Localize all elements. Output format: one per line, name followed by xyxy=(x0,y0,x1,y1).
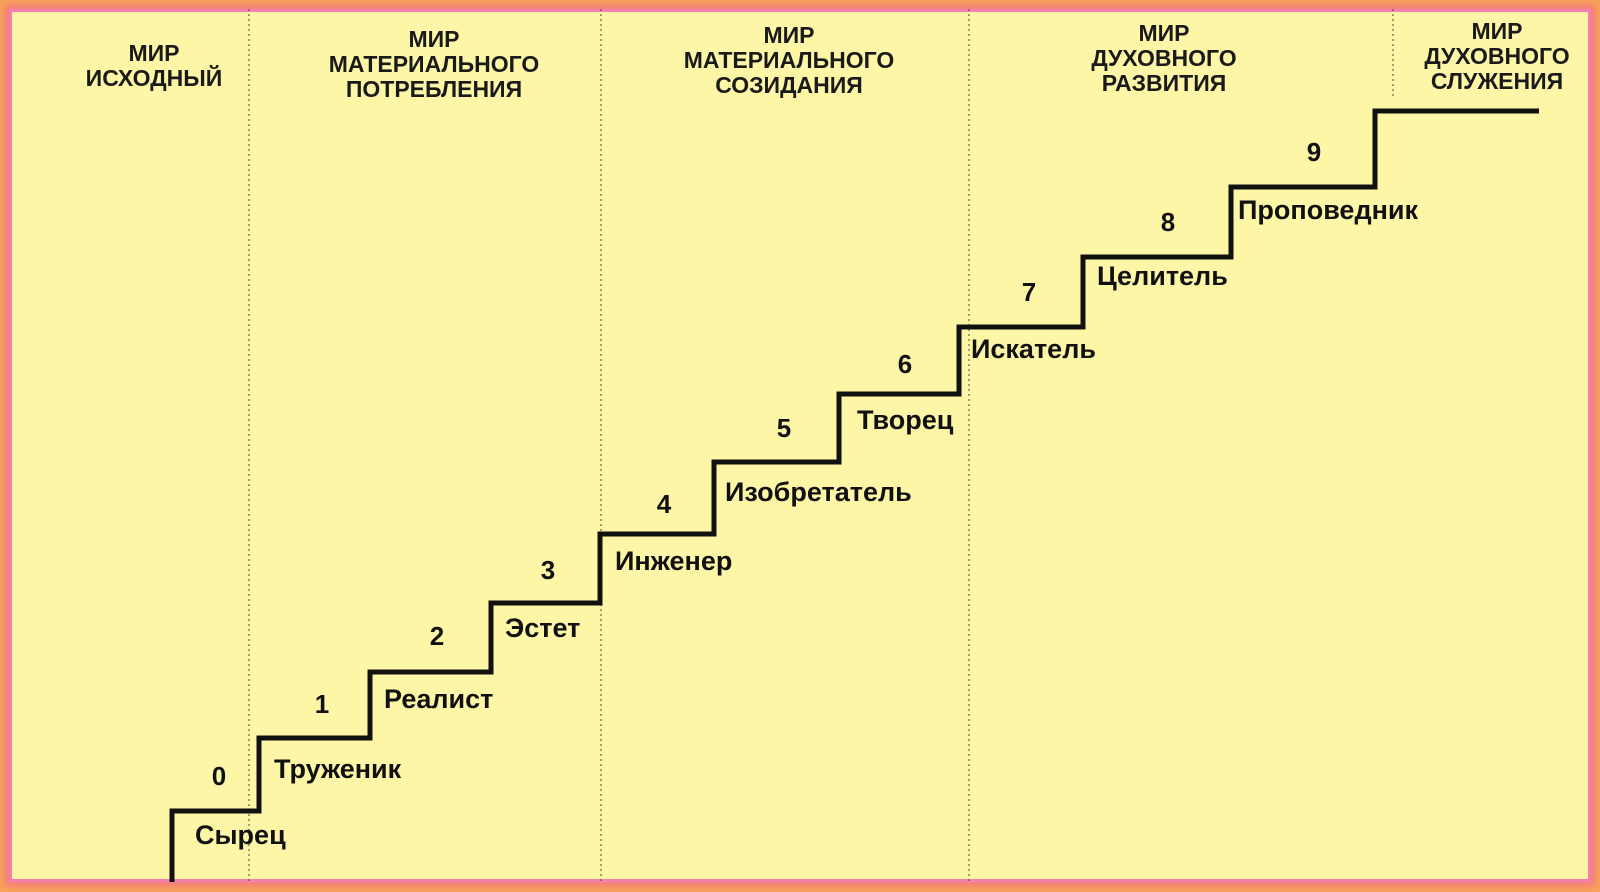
world-title-spiritual-development: МИР ДУХОВНОГО РАЗВИТИЯ xyxy=(1091,20,1237,96)
step-name-6: Творец xyxy=(857,405,954,435)
step-name-2: Реалист xyxy=(384,684,494,714)
step-name-7: Искатель xyxy=(971,334,1096,364)
step-name-3: Эстет xyxy=(505,613,581,643)
step-number-2: 2 xyxy=(429,621,445,651)
step-name-0: Сырец xyxy=(195,820,286,850)
step-number-5: 5 xyxy=(776,413,792,443)
world-title-material-consumption: МИР МАТЕРИАЛЬНОГО ПОТРЕБЛЕНИЯ xyxy=(328,26,540,102)
staircase-diagram xyxy=(169,9,1539,882)
step-name-4: Инженер xyxy=(615,546,733,576)
step-name-5: Изобретатель xyxy=(725,477,912,507)
world-title-spiritual-service: МИР ДУХОВНОГО СЛУЖЕНИЯ xyxy=(1424,18,1570,94)
step-number-1: 1 xyxy=(314,689,330,719)
step-number-9: 9 xyxy=(1306,137,1322,167)
step-number-6: 6 xyxy=(897,349,913,379)
step-name-8: Целитель xyxy=(1097,261,1228,291)
step-name-9: Проповедник xyxy=(1238,195,1419,225)
step-number-4: 4 xyxy=(656,489,672,519)
step-number-3: 3 xyxy=(540,555,556,585)
step-number-0: 0 xyxy=(211,761,227,791)
step-name-1: Труженик xyxy=(274,754,402,784)
world-title-initial: МИР ИСХОДНЫЙ xyxy=(85,40,223,91)
staircase-line xyxy=(169,108,1539,882)
step-number-7: 7 xyxy=(1021,277,1037,307)
diagram-panel: МИР ИСХОДНЫЙ МИР МАТЕРИАЛЬНОГО ПОТРЕБЛЕН… xyxy=(9,9,1591,882)
world-title-material-creation: МИР МАТЕРИАЛЬНОГО СОЗИДАНИЯ xyxy=(683,22,895,98)
step-number-8: 8 xyxy=(1160,207,1176,237)
